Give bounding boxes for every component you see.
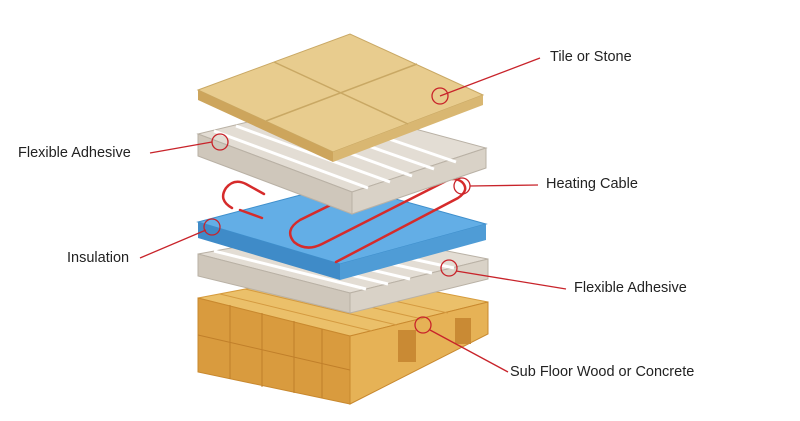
label-flexible-adhesive-bottom: Flexible Adhesive: [574, 280, 687, 296]
heating-cable: [221, 158, 467, 264]
marker-adhesive-bottom: [440, 259, 458, 277]
label-insulation: Insulation: [67, 250, 130, 266]
label-subfloor: Sub Floor Wood or Concrete: [510, 364, 695, 380]
leader-subfloor: [429, 329, 509, 373]
leader-insulation: [139, 229, 207, 259]
leader-adhesive-top: [149, 141, 213, 154]
leader-adhesive-bottom: [455, 270, 567, 290]
tile-layer: [196, 33, 485, 162]
insulation-layer: [196, 183, 488, 280]
label-heating-cable: Heating Cable: [546, 176, 638, 192]
label-flexible-adhesive-top: Flexible Adhesive: [18, 145, 131, 161]
leader-heating-cable: [469, 184, 539, 187]
marker-insulation: [203, 218, 221, 236]
marker-tile: [431, 87, 449, 105]
marker-subfloor: [414, 316, 432, 334]
marker-adhesive-top: [211, 133, 229, 151]
leaders: [139, 57, 567, 373]
label-tile-or-stone: Tile or Stone: [550, 49, 632, 65]
marker-heating-cable: [453, 177, 471, 195]
leader-tile: [439, 57, 541, 97]
